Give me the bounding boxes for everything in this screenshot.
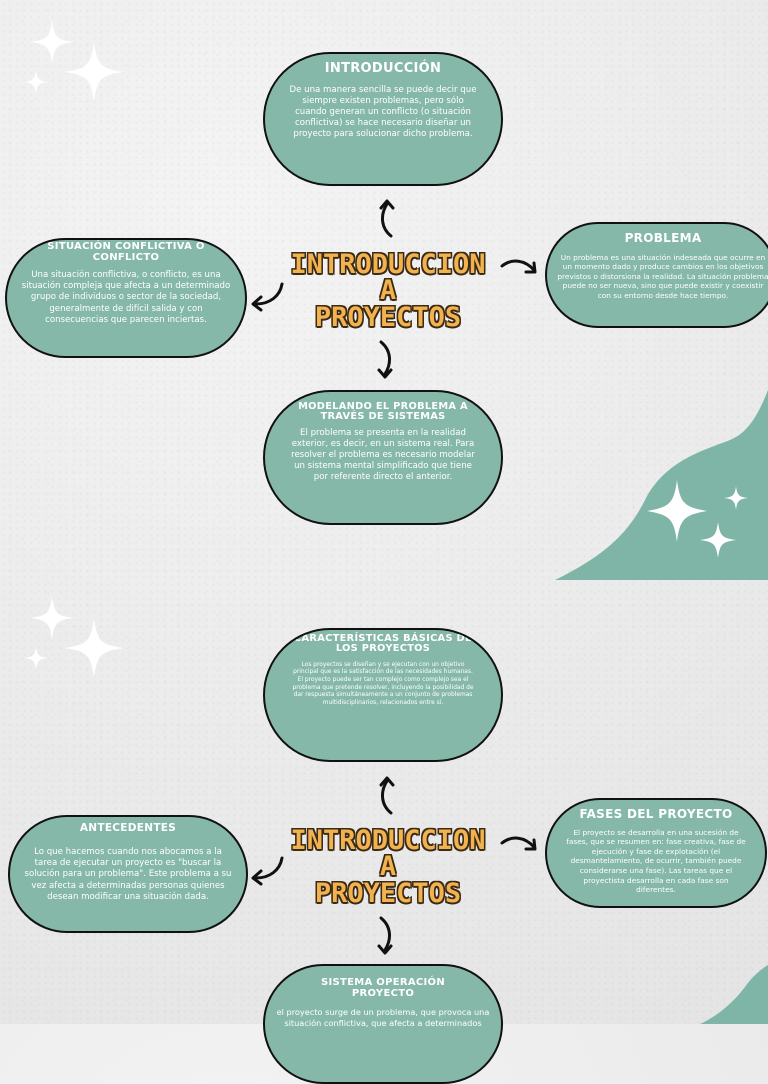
node-body: Un problema es una situación indeseada q…: [557, 252, 768, 301]
central-title: INTRODUCCION A PROYECTOS: [276, 249, 500, 333]
node-antecedentes: ANTECEDENTES Lo que hacemos cuando nos a…: [8, 815, 248, 933]
sparkle-icon: [24, 596, 124, 678]
central-title-line: PROYECTOS: [314, 301, 462, 333]
curved-arrow-icon: [377, 340, 393, 379]
node-title: ANTECEDENTES: [79, 822, 177, 834]
node-problema: PROBLEMA Un problema es una situación in…: [545, 222, 768, 328]
central-title-line: INTRODUCCION: [290, 825, 486, 856]
node-modelando: MODELANDO EL PROBLEMA A TRAVÉS DE SISTEM…: [263, 390, 503, 525]
central-title-line: INTRODUCCION: [290, 249, 486, 280]
node-title: SISTEMA OPERACIÓN PROYECTO: [320, 977, 446, 999]
curved-arrow-icon: [500, 836, 537, 851]
curved-arrow-icon: [251, 282, 284, 312]
curved-arrow-icon: [377, 916, 393, 955]
node-body: El proyecto se desarrolla en una sucesió…: [566, 827, 746, 895]
teal-blob-bottom: [700, 965, 768, 1024]
node-fases: FASES DEL PROYECTO El proyecto se desarr…: [545, 798, 767, 908]
node-body: Lo que hacemos cuando nos abocamos a la …: [24, 847, 232, 902]
node-situacion-conflictiva: SITUACIÓN CONFLICTIVA O CONFLICTO Una si…: [5, 238, 247, 358]
node-caracteristicas: CARACTERÍSTICAS BÁSICAS DE LOS PROYECTOS…: [263, 628, 503, 762]
curved-arrow-icon: [500, 259, 537, 274]
node-sistema-operacion: SISTEMA OPERACIÓN PROYECTO el proyecto s…: [263, 964, 503, 1084]
curved-arrow-icon: [379, 199, 395, 238]
curved-arrow-icon: [379, 776, 395, 815]
central-title-line: PROYECTOS: [314, 877, 462, 909]
node-body: De una manera sencilla se puede decir qu…: [289, 84, 477, 140]
node-title: CARACTERÍSTICAS BÁSICAS DE LOS PROYECTOS: [294, 633, 472, 655]
node-body: El problema se presenta en la realidad e…: [291, 427, 475, 483]
node-title: FASES DEL PROYECTO: [579, 807, 733, 821]
central-title-line: A: [379, 851, 397, 883]
node-introduccion: INTRODUCCIÓN De una manera sencilla se p…: [263, 52, 503, 186]
central-title: INTRODUCCION A PROYECTOS: [276, 825, 500, 909]
sparkle-icon: [24, 20, 124, 102]
node-body: el proyecto surge de un problema, que pr…: [276, 1007, 490, 1028]
node-title: MODELANDO EL PROBLEMA A TRAVÉS DE SISTEM…: [298, 401, 468, 423]
curved-arrow-icon: [251, 856, 284, 886]
node-title: PROBLEMA: [624, 231, 702, 245]
node-title: INTRODUCCIÓN: [324, 61, 442, 76]
central-title-line: A: [379, 275, 397, 307]
node-title: SITUACIÓN CONFLICTIVA O CONFLICTO: [47, 241, 205, 263]
node-body: Los proyectos se diseñan y se ejecutan c…: [292, 661, 474, 706]
teal-blob-top: [555, 390, 768, 580]
node-body: Una situación conflictiva, o conflicto, …: [21, 270, 231, 325]
